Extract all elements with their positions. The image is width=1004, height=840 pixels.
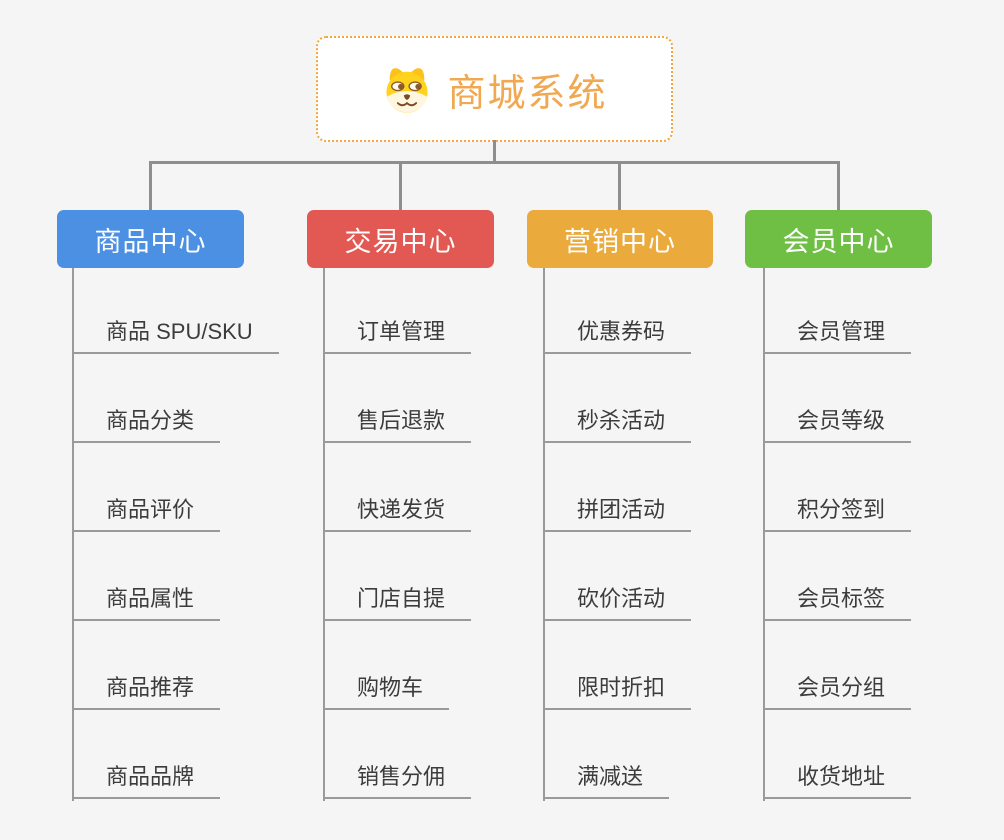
leaf-node[interactable]: 订单管理 <box>323 317 472 354</box>
connector-drop-trade <box>399 161 402 211</box>
leaf-node[interactable]: 秒杀活动 <box>543 406 692 443</box>
leaf-node[interactable]: 快递发货 <box>323 495 472 532</box>
connector-root-stub <box>493 140 496 163</box>
leaf-node[interactable]: 商品品牌 <box>72 762 221 799</box>
leaf-node[interactable]: 优惠券码 <box>543 317 692 354</box>
leaf-node[interactable]: 商品评价 <box>72 495 221 532</box>
branch-node-trade[interactable]: 交易中心 <box>307 210 494 268</box>
connector-drop-marketing <box>618 161 621 211</box>
spine-marketing <box>543 268 545 801</box>
connector-drop-product <box>149 161 152 211</box>
leaf-node[interactable]: 商品属性 <box>72 584 221 621</box>
leaf-node[interactable]: 门店自提 <box>323 584 472 621</box>
spine-member <box>763 268 765 801</box>
leaf-node[interactable]: 购物车 <box>323 673 450 710</box>
branch-node-member[interactable]: 会员中心 <box>745 210 932 268</box>
root-node[interactable]: 商城系统 <box>316 36 673 142</box>
leaf-node[interactable]: 会员分组 <box>763 673 912 710</box>
leaf-node[interactable]: 满减送 <box>543 762 670 799</box>
leaf-node[interactable]: 商品分类 <box>72 406 221 443</box>
spine-trade <box>323 268 325 801</box>
leaf-node[interactable]: 会员标签 <box>763 584 912 621</box>
leaf-node[interactable]: 销售分佣 <box>323 762 472 799</box>
spine-product <box>72 268 74 801</box>
leaf-node[interactable]: 商品推荐 <box>72 673 221 710</box>
dog-face-icon <box>386 68 429 113</box>
branch-node-product[interactable]: 商品中心 <box>57 210 244 268</box>
leaf-node[interactable]: 限时折扣 <box>543 673 692 710</box>
leaf-node[interactable]: 积分签到 <box>763 495 912 532</box>
leaf-node[interactable]: 商品 SPU/SKU <box>72 317 279 354</box>
leaf-node[interactable]: 拼团活动 <box>543 495 692 532</box>
connector-drop-member <box>837 161 840 211</box>
branch-node-marketing[interactable]: 营销中心 <box>527 210 713 268</box>
leaf-node[interactable]: 售后退款 <box>323 406 472 443</box>
connector-horizontal <box>149 161 840 164</box>
leaf-node[interactable]: 砍价活动 <box>543 584 692 621</box>
leaf-node[interactable]: 收货地址 <box>763 762 912 799</box>
leaf-node[interactable]: 会员管理 <box>763 317 912 354</box>
root-title: 商城系统 <box>447 72 608 115</box>
leaf-node[interactable]: 会员等级 <box>763 406 912 443</box>
